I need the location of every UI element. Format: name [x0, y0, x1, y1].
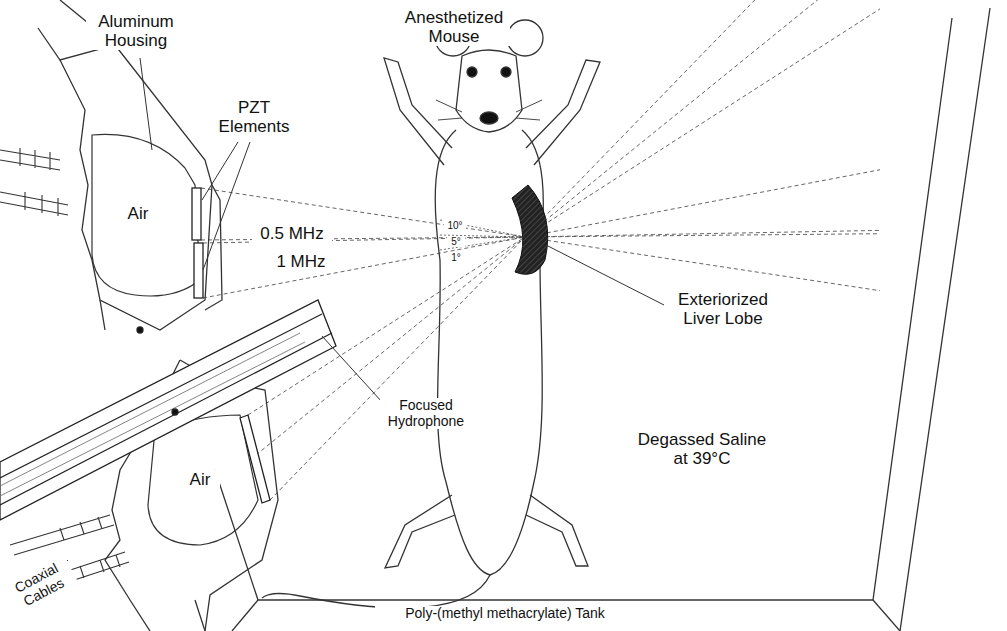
beam-lines — [201, 0, 880, 500]
frequency-label: 1 MHz — [266, 252, 336, 271]
region-label: Air — [180, 470, 220, 489]
tank-label: Poly-(methyl methacrylate) Tank — [375, 606, 635, 622]
part-label: Coaxial Cables — [2, 555, 79, 616]
liver-lobe — [512, 185, 548, 274]
air-chambers — [92, 134, 258, 545]
angle-label: 10° — [444, 220, 466, 231]
angle-label: 1° — [447, 252, 465, 263]
angle-label: 5° — [447, 236, 465, 247]
beam-line — [256, 0, 880, 455]
region-label: Air — [118, 204, 158, 223]
part-label: Focused Hydrophone — [380, 398, 472, 429]
part-label: PZT Elements — [214, 98, 294, 136]
subject-label: Anesthetized Mouse — [398, 8, 510, 46]
part-label: Exteriorized Liver Lobe — [664, 290, 782, 328]
frequency-label: 0.5 MHz — [252, 224, 332, 243]
leader-lines — [52, 58, 664, 585]
aluminum-housing — [38, 0, 278, 631]
coaxial-cables — [0, 148, 129, 590]
part-label: Aluminum Housing — [86, 12, 186, 50]
beam-line — [270, 0, 880, 500]
focused-hydrophone — [0, 300, 336, 520]
medium-label: Degassed Saline at 39°C — [636, 430, 768, 468]
mouse-outline — [262, 20, 600, 608]
beam-line — [203, 170, 880, 298]
beam-line — [248, 9, 880, 415]
